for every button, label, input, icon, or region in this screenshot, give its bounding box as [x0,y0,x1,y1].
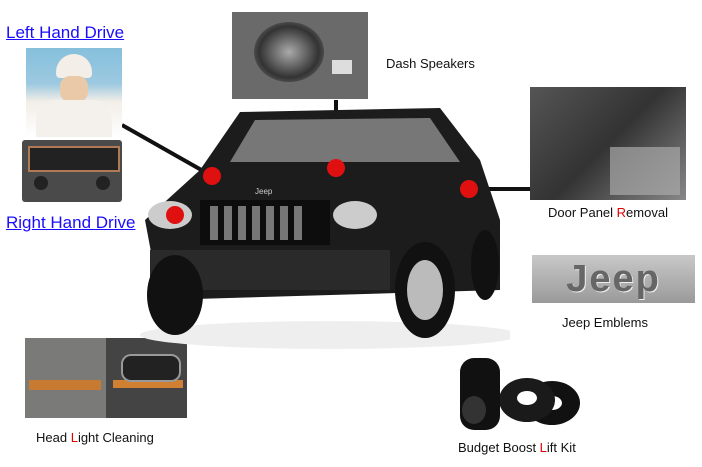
jeep-emblems-caption: Jeep Emblems [562,315,648,330]
caption-text: ight Cleaning [77,430,154,445]
caption-text: Door Panel [548,205,617,220]
caption-text: ift Kit [546,440,576,455]
head-light-caption: Head Light Cleaning [36,430,154,445]
caption-text: emoval [626,205,668,220]
door-panel-caption: Door Panel Removal [548,205,668,220]
dash-controls-photo[interactable] [22,140,122,202]
lift-kit-photo[interactable] [452,348,582,438]
caption-text: Budget Boost [458,440,540,455]
lift-kit-caption: Budget Boost Lift Kit [458,440,576,455]
jeep-vehicle-image: Jeep [140,108,510,349]
headlight-photo[interactable] [25,338,187,418]
grille-badge: Jeep [255,187,273,196]
caption-text: Jeep Emblems [562,315,648,330]
right-hand-drive-link[interactable]: Right Hand Drive [6,213,136,232]
jeep-emblem-photo[interactable]: Jeep [532,255,695,303]
emblem-logo: Jeep [566,257,661,300]
dash-speakers-caption: Dash Speakers [386,56,475,71]
caption-highlight: L [70,430,78,445]
caption-highlight: L [539,440,547,455]
winter-woman-photo[interactable] [26,48,122,137]
caption-text: Head [36,430,71,445]
caption-highlight: R [616,205,627,220]
left-hand-drive-link[interactable]: Left Hand Drive [6,23,125,42]
dash-speaker-photo[interactable] [232,12,368,99]
right-hand-drive-hotspot[interactable] [166,206,184,224]
door-panel-hotspot[interactable] [460,180,478,198]
door-panel-photo[interactable] [530,87,686,200]
dash-speakers-hotspot[interactable] [327,159,345,177]
caption-text: Dash Speakers [386,56,475,71]
left-hand-drive-hotspot[interactable] [203,167,221,185]
